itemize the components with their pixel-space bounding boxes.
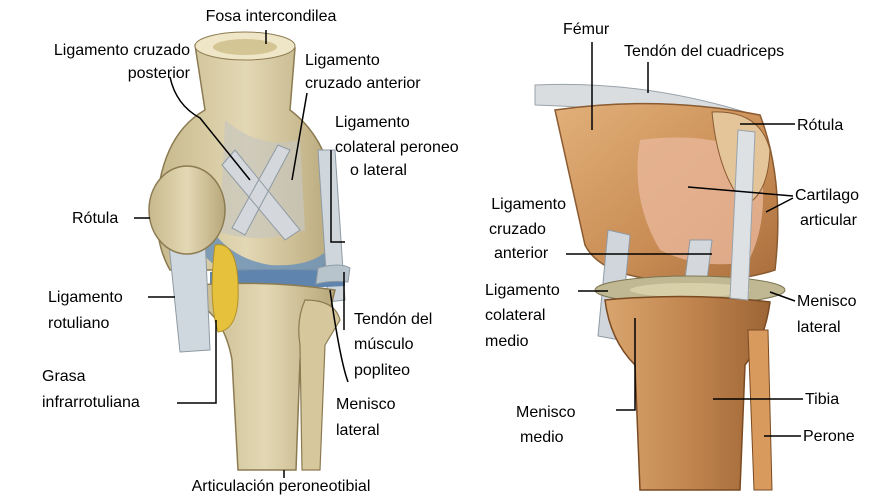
label-femur: Fémur	[563, 19, 609, 40]
label-ligamento-colateral-1: Ligamento	[335, 112, 410, 133]
label-menisco-medio-1: Menisco	[516, 402, 576, 423]
label-ligamento-cruzado-right-2: cruzado	[489, 219, 546, 240]
label-ligamento-cruzado-right-3: anterior	[494, 243, 548, 264]
label-ligamento-colateral-2: colateral peroneo	[335, 137, 459, 158]
label-rotula-left: Rótula	[72, 208, 118, 229]
label-tendon-cuadriceps: Tendón del cuadriceps	[624, 41, 784, 62]
label-perone: Perone	[803, 426, 855, 447]
label-tendon-popliteo-1: Tendón del	[354, 309, 432, 330]
label-fosa-intercondilea: Fosa intercondilea	[186, 6, 356, 27]
label-tendon-popliteo-2: músculo	[354, 334, 414, 355]
right-fibula	[748, 330, 772, 490]
left-fibula	[299, 300, 340, 470]
left-knee	[149, 32, 350, 470]
label-grasa-2: infrarrotuliana	[42, 392, 140, 413]
label-menisco-lateral-left-1: Menisco	[336, 394, 396, 415]
label-ligamento-rotuliano-2: rotuliano	[48, 313, 109, 334]
label-ligamento-cruzado-anterior-2: cruzado anterior	[305, 73, 421, 94]
label-ligamento-cruzado-posterior-1: Ligamento cruzado	[4, 40, 190, 61]
label-ligamento-cruzado-right-1: Ligamento	[470, 194, 566, 215]
label-rotula-right: Rótula	[797, 115, 843, 136]
label-ligamento-cruzado-anterior-1: Ligamento	[305, 50, 380, 71]
label-cartilago-2: articular	[800, 210, 857, 231]
label-articulacion-peroneotibial: Articulación peroneotibial	[150, 476, 412, 497]
right-tibia	[605, 296, 770, 490]
label-menisco-lateral-right-1: Menisco	[797, 291, 857, 312]
label-menisco-lateral-left-2: lateral	[336, 420, 380, 441]
label-ligamento-colateral-right-1: Ligamento	[485, 280, 560, 301]
left-patella	[149, 166, 225, 254]
label-ligamento-colateral-3: o lateral	[350, 160, 407, 181]
label-ligamento-colateral-right-2: colateral	[485, 305, 545, 326]
label-tendon-popliteo-3: popliteo	[354, 360, 410, 381]
label-menisco-lateral-right-2: lateral	[797, 317, 841, 338]
label-ligamento-cruzado-posterior-2: posterior	[4, 63, 190, 84]
label-grasa-1: Grasa	[42, 366, 86, 387]
label-tibia: Tibia	[805, 389, 839, 410]
left-infrapatellar-fat	[212, 245, 238, 332]
label-menisco-medio-2: medio	[520, 427, 564, 448]
right-knee	[535, 84, 785, 490]
label-cartilago-1: Cartilago	[795, 185, 859, 206]
label-ligamento-rotuliano-1: Ligamento	[48, 287, 123, 308]
label-ligamento-colateral-right-3: medio	[485, 331, 529, 352]
